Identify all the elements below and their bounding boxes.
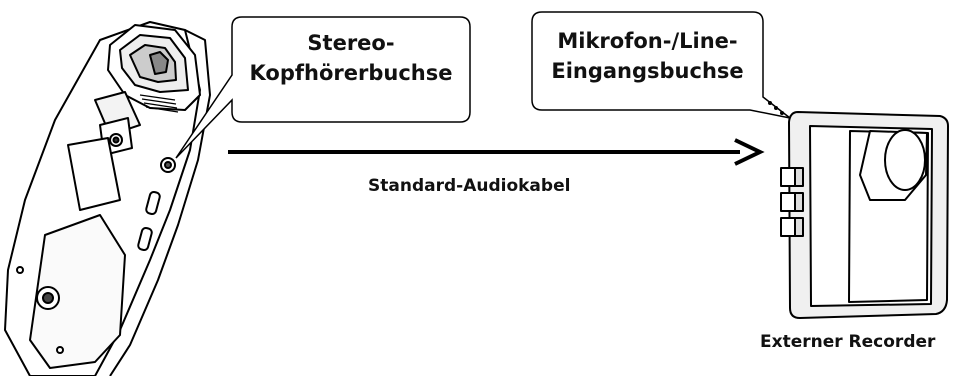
headphone-callout-bubble — [175, 16, 471, 159]
headphone-callout-line1: Stereo- — [307, 31, 395, 55]
headphone-callout-line2: Kopfhörerbuchse — [249, 61, 453, 85]
arrow-head-icon — [734, 138, 765, 166]
input-callout-bubble — [531, 11, 791, 119]
handheld-recorder-illustration — [4, 21, 211, 377]
external-recorder-illustration — [780, 111, 949, 319]
input-callout-line1: Mikrofon-/Line- — [557, 29, 738, 53]
input-callout-line2: Eingangsbuchse — [551, 59, 744, 83]
input-callout-text: Mikrofon-/Line- Eingangsbuchse — [532, 26, 763, 86]
headphone-callout-text: Stereo- Kopfhörerbuchse — [232, 28, 470, 88]
callout-tail-dots — [768, 101, 784, 115]
recorder-label: Externer Recorder — [760, 332, 936, 352]
cable-label: Standard-Audiokabel — [368, 176, 571, 196]
